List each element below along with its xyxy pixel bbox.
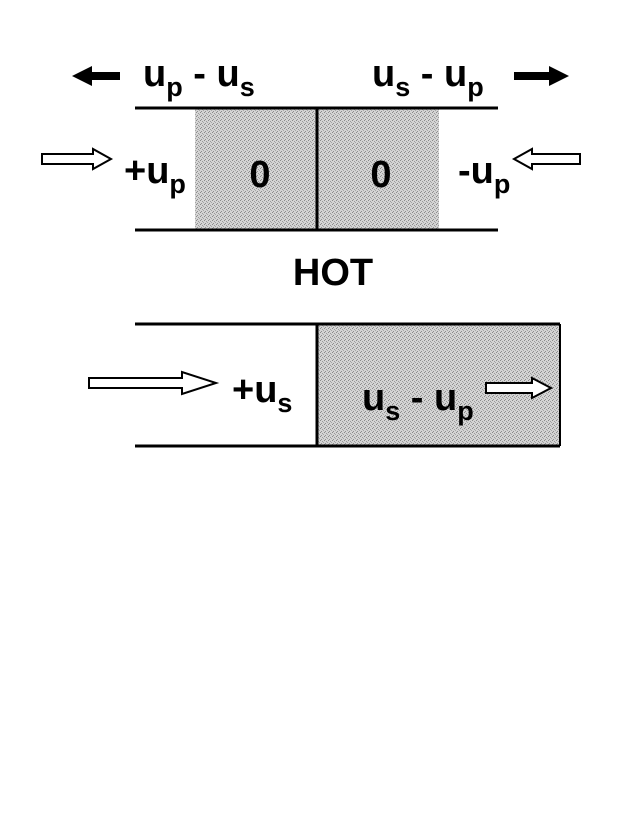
left-inflow-label: +up: [124, 150, 186, 199]
bottom-inflow-label: +us: [232, 369, 292, 418]
bottom-panel: +us us - up: [88, 322, 561, 448]
top-left-velocity-label: up - us: [143, 53, 255, 102]
section-label-hot: HOT: [293, 252, 373, 294]
right-cell-value: 0: [370, 154, 391, 196]
bottom-region-velocity-label: us - up: [362, 377, 474, 426]
solid-arrow-right-icon: [514, 66, 569, 86]
top-right-velocity-label: us - up: [372, 53, 484, 102]
top-panel: up - us us - up +up 0 0 -up: [41, 53, 581, 232]
hollow-arrow-right-icon: [41, 147, 114, 171]
left-cell-value: 0: [249, 154, 270, 196]
solid-arrow-left-icon: [72, 66, 120, 86]
hollow-arrow-region-icon: [485, 376, 554, 400]
hollow-arrow-left-icon: [511, 147, 581, 171]
left-cell: [195, 108, 317, 230]
right-inflow-label: -up: [458, 150, 510, 199]
right-cell: [317, 108, 439, 230]
hollow-arrow-inflow-icon: [88, 370, 220, 396]
